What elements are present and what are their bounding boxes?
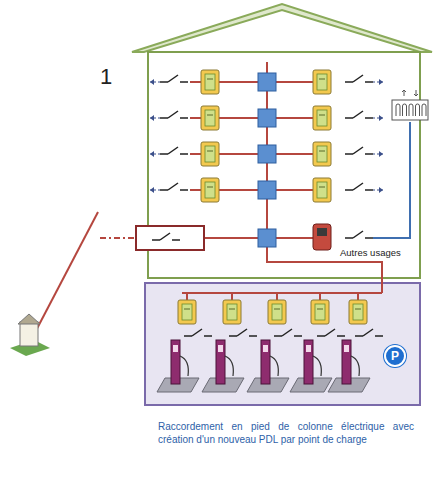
transformer-station (10, 314, 50, 356)
breaker-symbol (345, 183, 373, 190)
charge-meter (223, 300, 241, 324)
meter-symbol (201, 70, 219, 94)
distribution-box (258, 229, 276, 247)
arrow-head (379, 115, 383, 121)
breaker-symbol (345, 231, 373, 238)
charge-breaker (184, 329, 212, 336)
charge-meter (349, 300, 367, 324)
charging-station (328, 340, 370, 392)
distribution-box (258, 145, 276, 163)
meter-symbol (201, 178, 219, 202)
charge-meter (311, 300, 329, 324)
caption: Raccordement en pied de colonne électriq… (158, 420, 414, 446)
breaker-symbol (345, 111, 373, 118)
distribution-box (258, 181, 276, 199)
arrow-head (379, 79, 383, 85)
meter-symbol (201, 142, 219, 166)
parking-cable (186, 293, 188, 300)
charging-station (247, 340, 289, 392)
charging-station (157, 340, 199, 392)
sign-letter: P (391, 350, 399, 362)
distribution-box (258, 73, 276, 91)
arrow-head (150, 187, 154, 193)
main-switch-box (136, 226, 204, 250)
charge-breaker (274, 329, 302, 336)
breaker-symbol (160, 147, 188, 154)
grid-cable (30, 212, 98, 342)
heating-symbol (392, 90, 428, 120)
roof (132, 4, 432, 52)
parking-cable (231, 293, 233, 300)
charge-meter (268, 300, 286, 324)
parking-cable (357, 293, 359, 300)
main-switch (152, 233, 180, 240)
parking-area (145, 283, 420, 405)
charging-station (290, 340, 332, 392)
breaker-symbol (345, 147, 373, 154)
arrow-head (150, 151, 154, 157)
charging-station (202, 340, 244, 392)
callout-number: 1 (100, 64, 112, 90)
riser-cable (267, 62, 382, 293)
usage-label: Autres usages (340, 247, 401, 258)
breaker-symbol (345, 75, 373, 82)
arrow-head (379, 151, 383, 157)
meter-symbol (313, 142, 331, 166)
parking-sign: P (384, 345, 406, 367)
common-meter (313, 224, 331, 250)
charge-breaker (317, 329, 345, 336)
breaker-symbol (160, 183, 188, 190)
parking-cable (182, 292, 382, 294)
breaker-symbol (160, 111, 188, 118)
meter-symbol (313, 70, 331, 94)
parking-cable (319, 293, 321, 300)
meter-symbol (313, 106, 331, 130)
arrow-head (150, 115, 154, 121)
grid-cable (100, 237, 136, 239)
arrow-head (150, 79, 154, 85)
service-cable (373, 122, 410, 238)
charge-breaker (355, 329, 383, 336)
meter-symbol (201, 106, 219, 130)
meter-symbol (313, 178, 331, 202)
arrow-head (379, 187, 383, 193)
breaker-symbol (160, 75, 188, 82)
charge-meter (178, 300, 196, 324)
parking-cable (276, 293, 278, 300)
distribution-box (258, 109, 276, 127)
charge-breaker (229, 329, 257, 336)
